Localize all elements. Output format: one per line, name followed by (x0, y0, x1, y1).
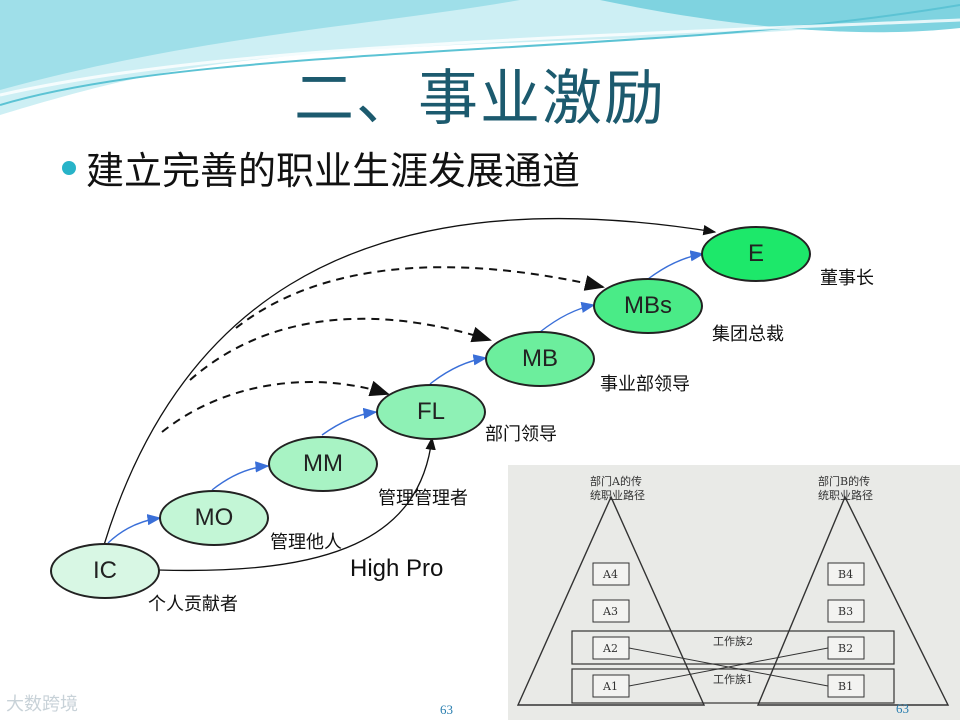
node-e: E (701, 226, 811, 282)
page-number: 63 (440, 702, 453, 717)
slide-title: 二、事业激励 (294, 64, 666, 134)
arrow-mm-fl (321, 407, 378, 436)
inset-left-title-2: 统职业路径 (590, 489, 645, 502)
inset-right-title-1: 部门B的传 (818, 475, 871, 488)
arrow-mb-mbs (539, 301, 596, 333)
arrow-mo-mm (211, 461, 270, 491)
inset-dual-ladder-figure: 部门A的传 统职业路径 部门B的传 统职业路径 A4 A3 A2 A1 B4 B… (508, 465, 960, 720)
role-label-mo: 管理他人 (270, 532, 342, 553)
node-mo: MO (159, 490, 269, 546)
inset-level-b2: B2 (838, 642, 854, 655)
node-mbs: MBs (593, 278, 703, 334)
dashed-arc-to-fl (161, 380, 390, 433)
bullet-text: 建立完善的职业生涯发展通道 (86, 149, 581, 193)
node-mb: MB (485, 331, 595, 387)
arc-ic-fl-highpro (157, 436, 436, 572)
arrow-fl-mb (429, 354, 488, 385)
role-label-fl: 部门领导 (485, 424, 557, 445)
inset-right-title-2: 统职业路径 (818, 489, 873, 502)
inset-pyramids (516, 495, 950, 706)
watermark-logo: 大数跨境 (6, 694, 78, 715)
node-fl: FL (376, 384, 486, 440)
inset-level-b1: B1 (838, 680, 854, 693)
node-ic: IC (50, 543, 160, 599)
inset-level-b4: B4 (838, 568, 854, 581)
inset-work-family-1: 工作族1 (713, 673, 753, 686)
bullet-item: 建立完善的职业生涯发展通道 (62, 140, 580, 195)
inset-level-a3: A3 (603, 605, 618, 618)
role-label-e: 董事长 (820, 268, 874, 289)
role-label-mbs: 集团总裁 (712, 324, 784, 345)
node-mm: MM (268, 436, 378, 492)
role-label-ic: 个人贡献者 (148, 594, 238, 615)
role-label-mm: 管理管理者 (378, 488, 468, 509)
arc-ic-e (103, 217, 717, 546)
bullet-dot-icon (62, 160, 76, 175)
dashed-arc-to-mbs (235, 266, 605, 329)
inset-level-a2: A2 (603, 642, 618, 655)
header-swoosh (0, 0, 960, 115)
inset-left-title-1: 部门A的传 (590, 475, 642, 488)
high-pro-label: High Pro (350, 555, 444, 582)
inset-level-b3: B3 (838, 605, 854, 618)
inset-work-family-2: 工作族2 (713, 635, 753, 648)
arrow-mbs-e (647, 250, 705, 280)
role-label-mb: 事业部领导 (600, 374, 690, 395)
dashed-arc-to-mb (189, 317, 492, 381)
arrow-ic-mo (107, 514, 162, 544)
inset-level-a1: A1 (603, 680, 618, 693)
inset-page-number: 63 (896, 701, 909, 716)
inset-level-a4: A4 (603, 568, 618, 581)
